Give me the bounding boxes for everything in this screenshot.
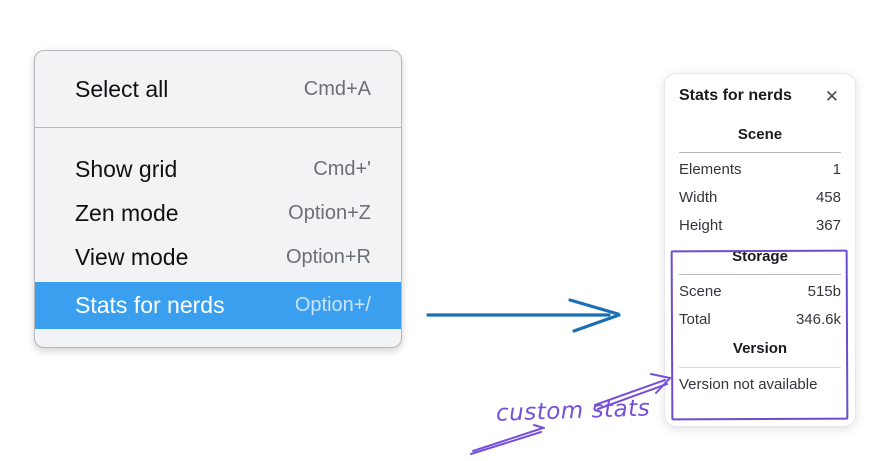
stat-label: Total [679,310,711,328]
custom-stats-arrow [594,373,672,410]
divider [679,152,841,153]
stat-label: Scene [679,282,722,300]
stat-value: 367 [815,216,841,234]
divider [679,274,841,275]
stat-value: 515b [807,282,841,300]
version-note: Version not available [679,376,818,393]
menu-item-label: Select all [75,75,169,102]
menu-item-shortcut: Option+Z [288,201,371,224]
panel-header: Stats for nerds ✕ [665,74,855,105]
menu-item-label: View mode [75,243,189,270]
stat-row-scene-size: Scene 515b [665,277,855,305]
stat-label: Width [679,188,718,206]
stat-value: 346.6k [795,310,841,328]
menu-item-label: Show grid [75,155,178,182]
divider [679,367,841,368]
close-icon[interactable]: ✕ [824,86,839,106]
context-menu: Select all Cmd+A Show grid Cmd+' Zen mod… [34,50,402,348]
arrow-menu-to-panel [426,298,621,333]
menu-item-shortcut: Cmd+' [313,157,371,180]
storage-version-annotation-box [670,249,849,421]
menu-item-shortcut: Cmd+A [303,77,371,100]
menu-item-view-mode[interactable]: View mode Option+R [35,235,401,279]
stat-value: 1 [832,160,841,178]
menu-item-show-grid[interactable]: Show grid Cmd+' [35,147,401,191]
section-heading-storage: Storage [732,248,788,265]
panel-title: Stats for nerds [679,87,792,104]
menu-item-select-all[interactable]: Select all Cmd+A [35,51,401,128]
section-heading-version: Version [732,340,788,357]
stat-value: 458 [815,188,841,206]
menu-item-label: Zen mode [75,199,179,226]
section-heading-scene: Scene [737,126,783,143]
menu-section: Show grid Cmd+' Zen mode Option+Z View m… [35,128,401,329]
stat-row-width: Width 458 [665,183,855,211]
custom-stats-pointer-line [470,424,545,455]
stat-row-total-size: Total 346.6k [665,305,855,333]
menu-item-zen-mode[interactable]: Zen mode Option+Z [35,191,401,235]
stat-label: Elements [679,160,742,178]
stat-row-elements: Elements 1 [665,155,855,183]
stat-row-height: Height 367 [665,211,855,239]
menu-item-shortcut: Option+/ [294,294,371,316]
menu-item-shortcut: Option+R [285,245,371,268]
menu-item-stats-for-nerds[interactable]: Stats for nerds Option+/ [35,282,401,329]
menu-item-label: Stats for nerds [75,292,225,318]
stats-for-nerds-panel: Stats for nerds ✕ Scene Elements 1 Width… [664,73,856,427]
stat-label: Height [679,216,723,234]
